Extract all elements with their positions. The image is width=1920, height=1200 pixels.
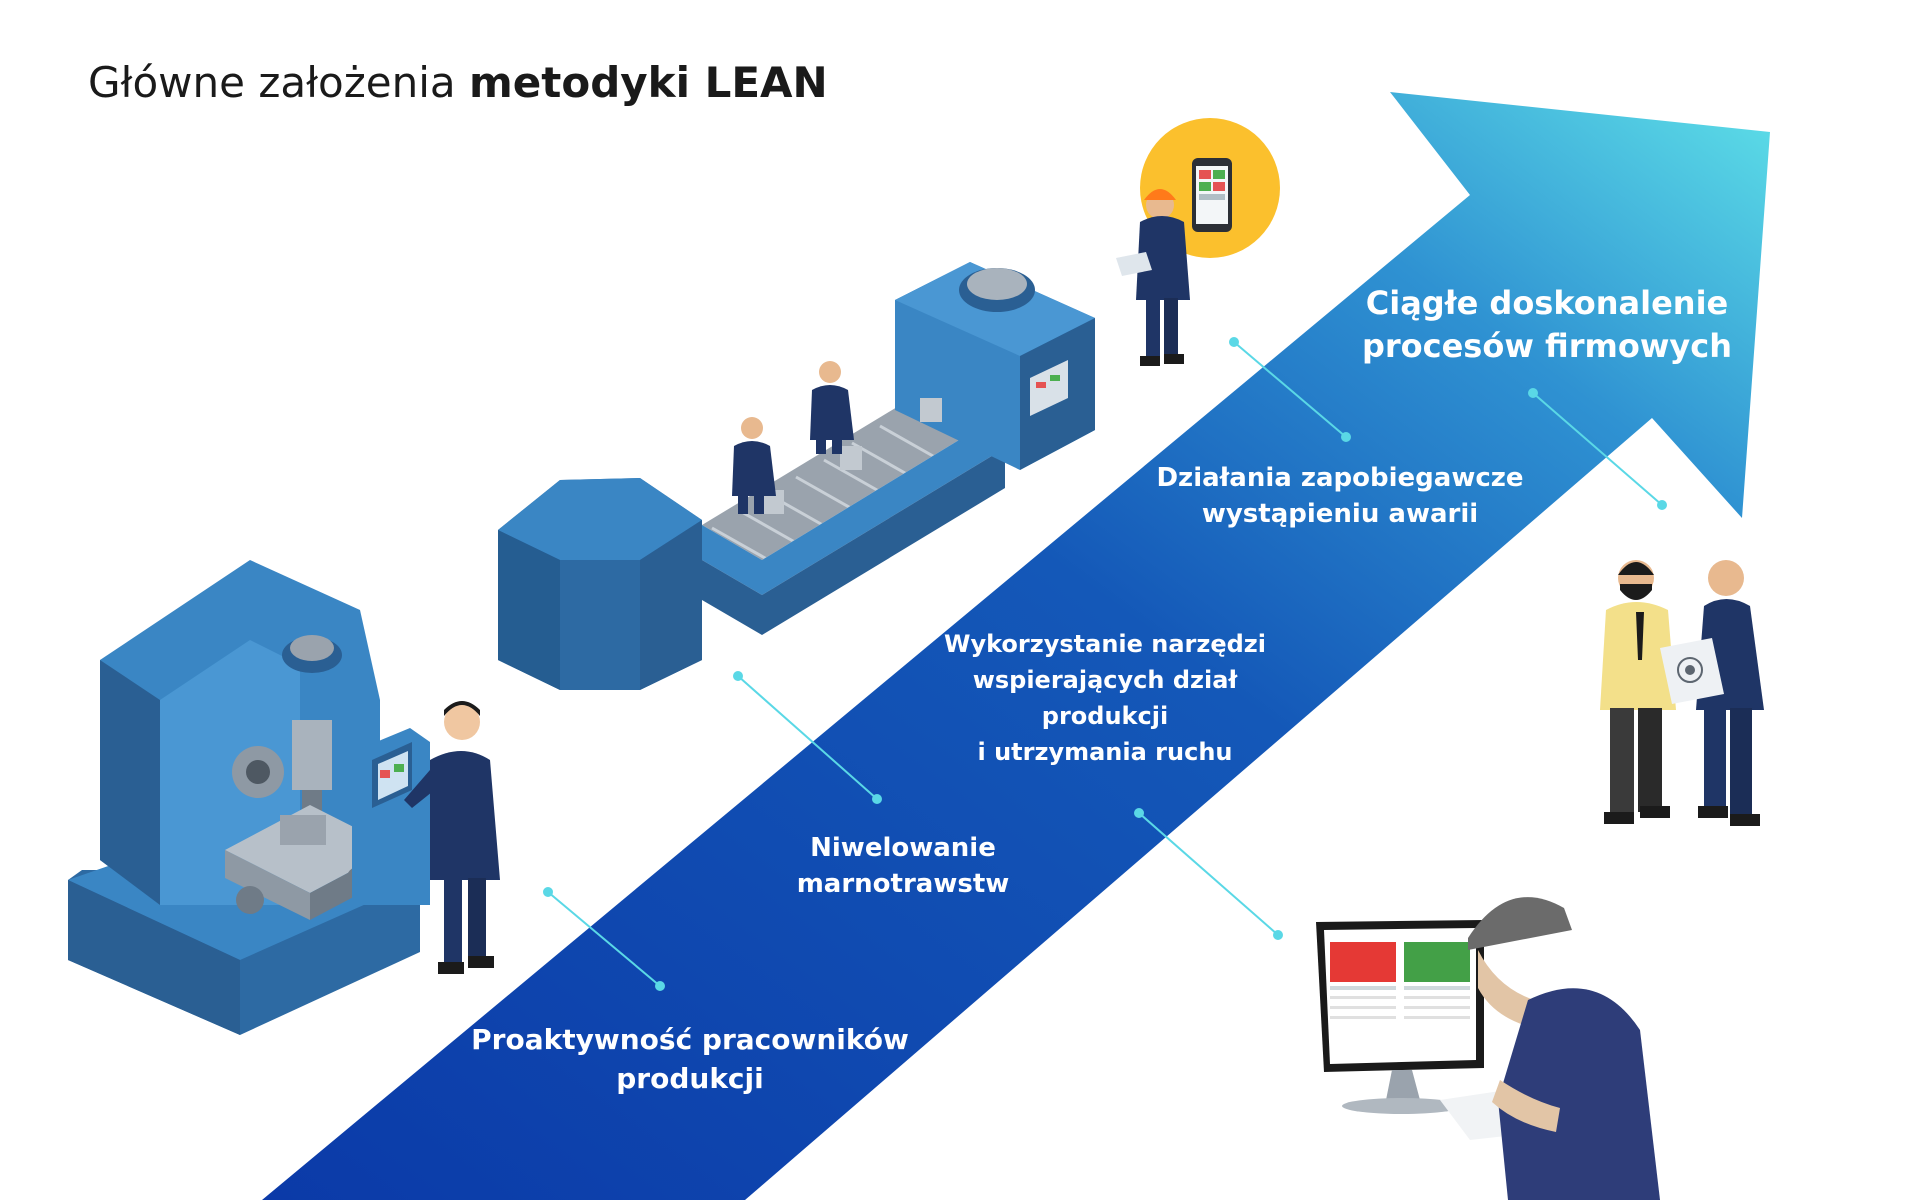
- connector-lines: [543, 337, 1667, 991]
- step-label-line: Proaktywność pracowników: [471, 1023, 909, 1056]
- step-label-line: procesów firmowych: [1361, 327, 1733, 366]
- step-label-line: marnotrawstw: [796, 869, 1010, 900]
- machine-operator-icon: [404, 701, 500, 974]
- step-label-line: Wykorzystanie narzędzi: [943, 630, 1267, 658]
- step-label-prevention: Działania zapobiegawcze wystąpieniu awar…: [1156, 460, 1523, 533]
- progress-arrow: [262, 92, 1770, 1200]
- step-label-line: produkcji: [1041, 702, 1169, 730]
- step-label-line: produkcji: [616, 1062, 764, 1096]
- page-title: Główne założenia metodyki LEAN: [88, 58, 828, 107]
- step-label-proactivity: Proaktywność pracowników produkcji: [471, 1020, 909, 1098]
- step-label-line: i utrzymania ruchu: [977, 738, 1233, 766]
- engineers-blueprint-icon: [1600, 560, 1764, 826]
- computer-operator-icon: [1316, 897, 1660, 1200]
- milling-machine-icon: [68, 560, 430, 1035]
- title-prefix: Główne założenia: [88, 58, 470, 107]
- conveyor-line-icon: [498, 262, 1095, 690]
- conveyor-workers-icon: [732, 361, 854, 514]
- step-label-line: wystąpieniu awarii: [1201, 499, 1479, 530]
- step-label-line: Działania zapobiegawcze: [1156, 463, 1524, 493]
- step-label-continuous-improvement: Ciągłe doskonalenie procesów firmowych: [1362, 282, 1732, 368]
- step-label-tools: Wykorzystanie narzędzi wspierających dzi…: [944, 626, 1266, 770]
- step-label-line: Niwelowanie: [810, 833, 996, 863]
- tablet-worker-icon: [1116, 118, 1280, 366]
- step-label-waste-reduction: Niwelowanie marnotrawstw: [797, 830, 1010, 903]
- step-label-line: wspierających dział: [972, 666, 1238, 694]
- title-bold: metodyki LEAN: [469, 58, 828, 107]
- step-label-line: Ciągłe doskonalenie: [1365, 284, 1729, 322]
